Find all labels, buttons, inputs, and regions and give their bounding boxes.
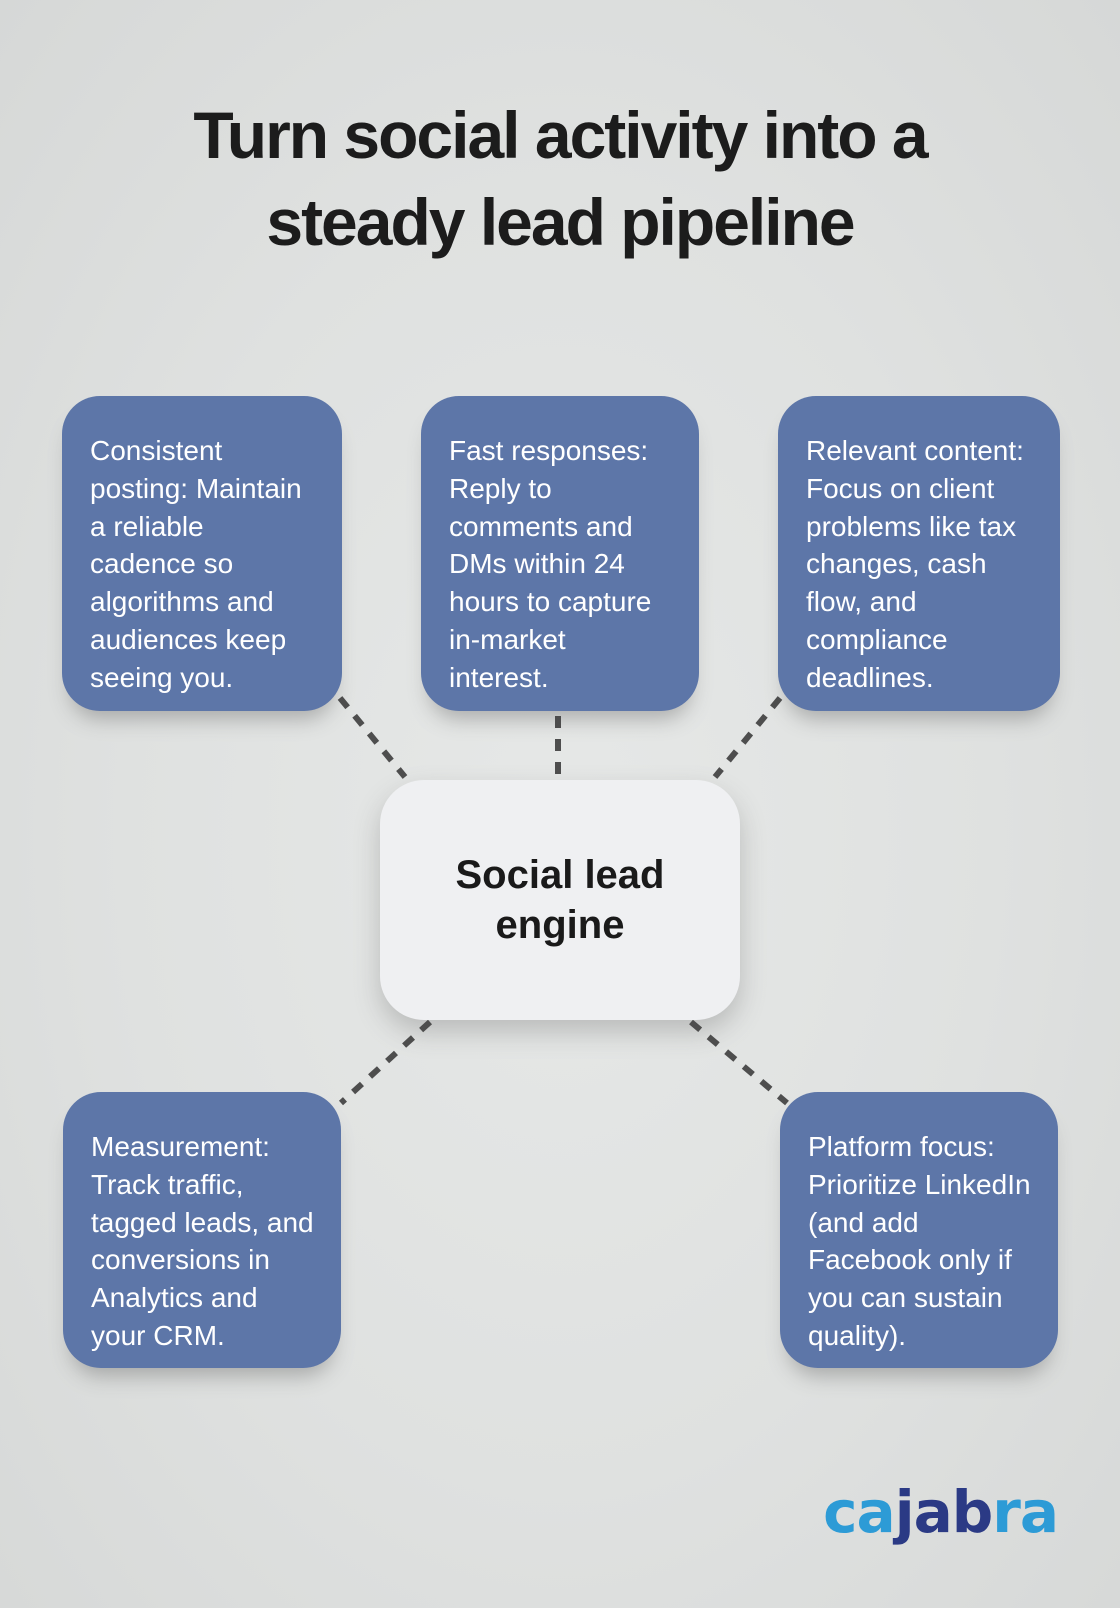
cajabra-logo: cajabra <box>823 1478 1059 1546</box>
connector-relevant-content <box>712 696 783 779</box>
node-measurement-label: Measurement: Track traffic, tagged leads… <box>91 1131 314 1351</box>
node-measurement: Measurement: Track traffic, tagged leads… <box>63 1092 341 1368</box>
connector-consistent-posting <box>337 696 408 779</box>
center-node-label: Social lead engine <box>455 853 665 947</box>
node-social-lead-engine: Social lead engine <box>380 780 740 1020</box>
node-consistent-posting: Consistent posting: Maintain a reliable … <box>62 396 342 711</box>
page-title-line2: steady lead pipeline <box>266 185 855 260</box>
node-platform-focus-label: Platform focus: Prioritize LinkedIn (and… <box>808 1131 1031 1351</box>
node-platform-focus: Platform focus: Prioritize LinkedIn (and… <box>780 1092 1058 1368</box>
node-relevant-content-label: Relevant content: Focus on client proble… <box>806 435 1024 693</box>
logo-part-ra: ra <box>992 1478 1059 1546</box>
logo-part-jab: jab <box>894 1478 994 1546</box>
page-title: Turn social activity into a steady lead … <box>0 92 1120 266</box>
node-fast-responses-label: Fast responses: Reply to comments and DM… <box>449 435 652 693</box>
logo-part-ca: ca <box>823 1478 896 1546</box>
node-relevant-content: Relevant content: Focus on client proble… <box>778 396 1060 711</box>
connector-measurement <box>338 1019 433 1106</box>
page-title-line1: Turn social activity into a <box>193 98 928 172</box>
connector-platform-focus <box>689 1019 789 1106</box>
node-fast-responses: Fast responses: Reply to comments and DM… <box>421 396 699 711</box>
node-consistent-posting-label: Consistent posting: Maintain a reliable … <box>90 435 302 693</box>
